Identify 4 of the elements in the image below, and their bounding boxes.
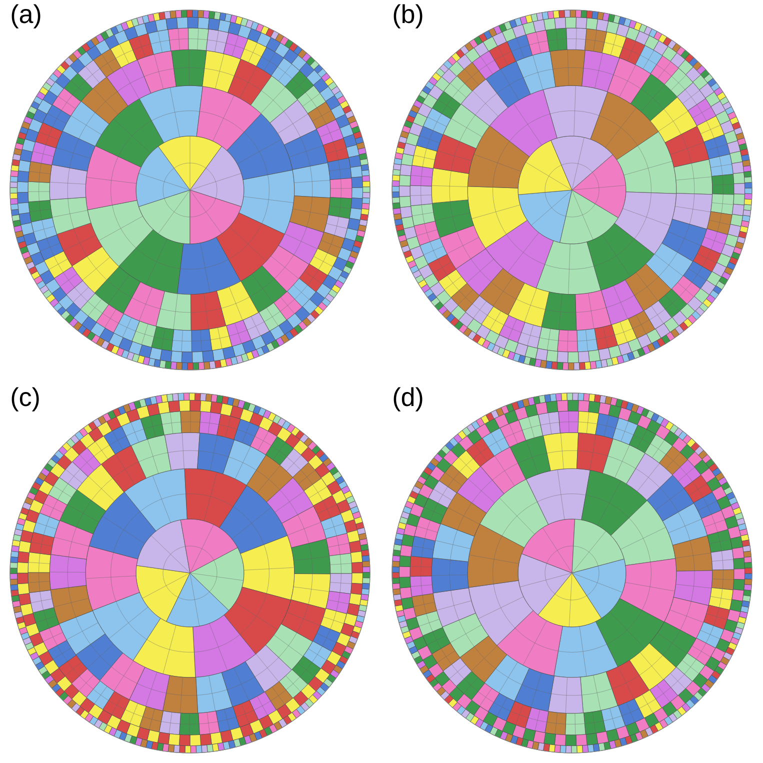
panel-label: (a) bbox=[12, 4, 40, 28]
panel-label: (d) bbox=[394, 387, 422, 412]
panel-label: (b) bbox=[394, 4, 422, 28]
panel-label: (c) bbox=[12, 387, 39, 412]
